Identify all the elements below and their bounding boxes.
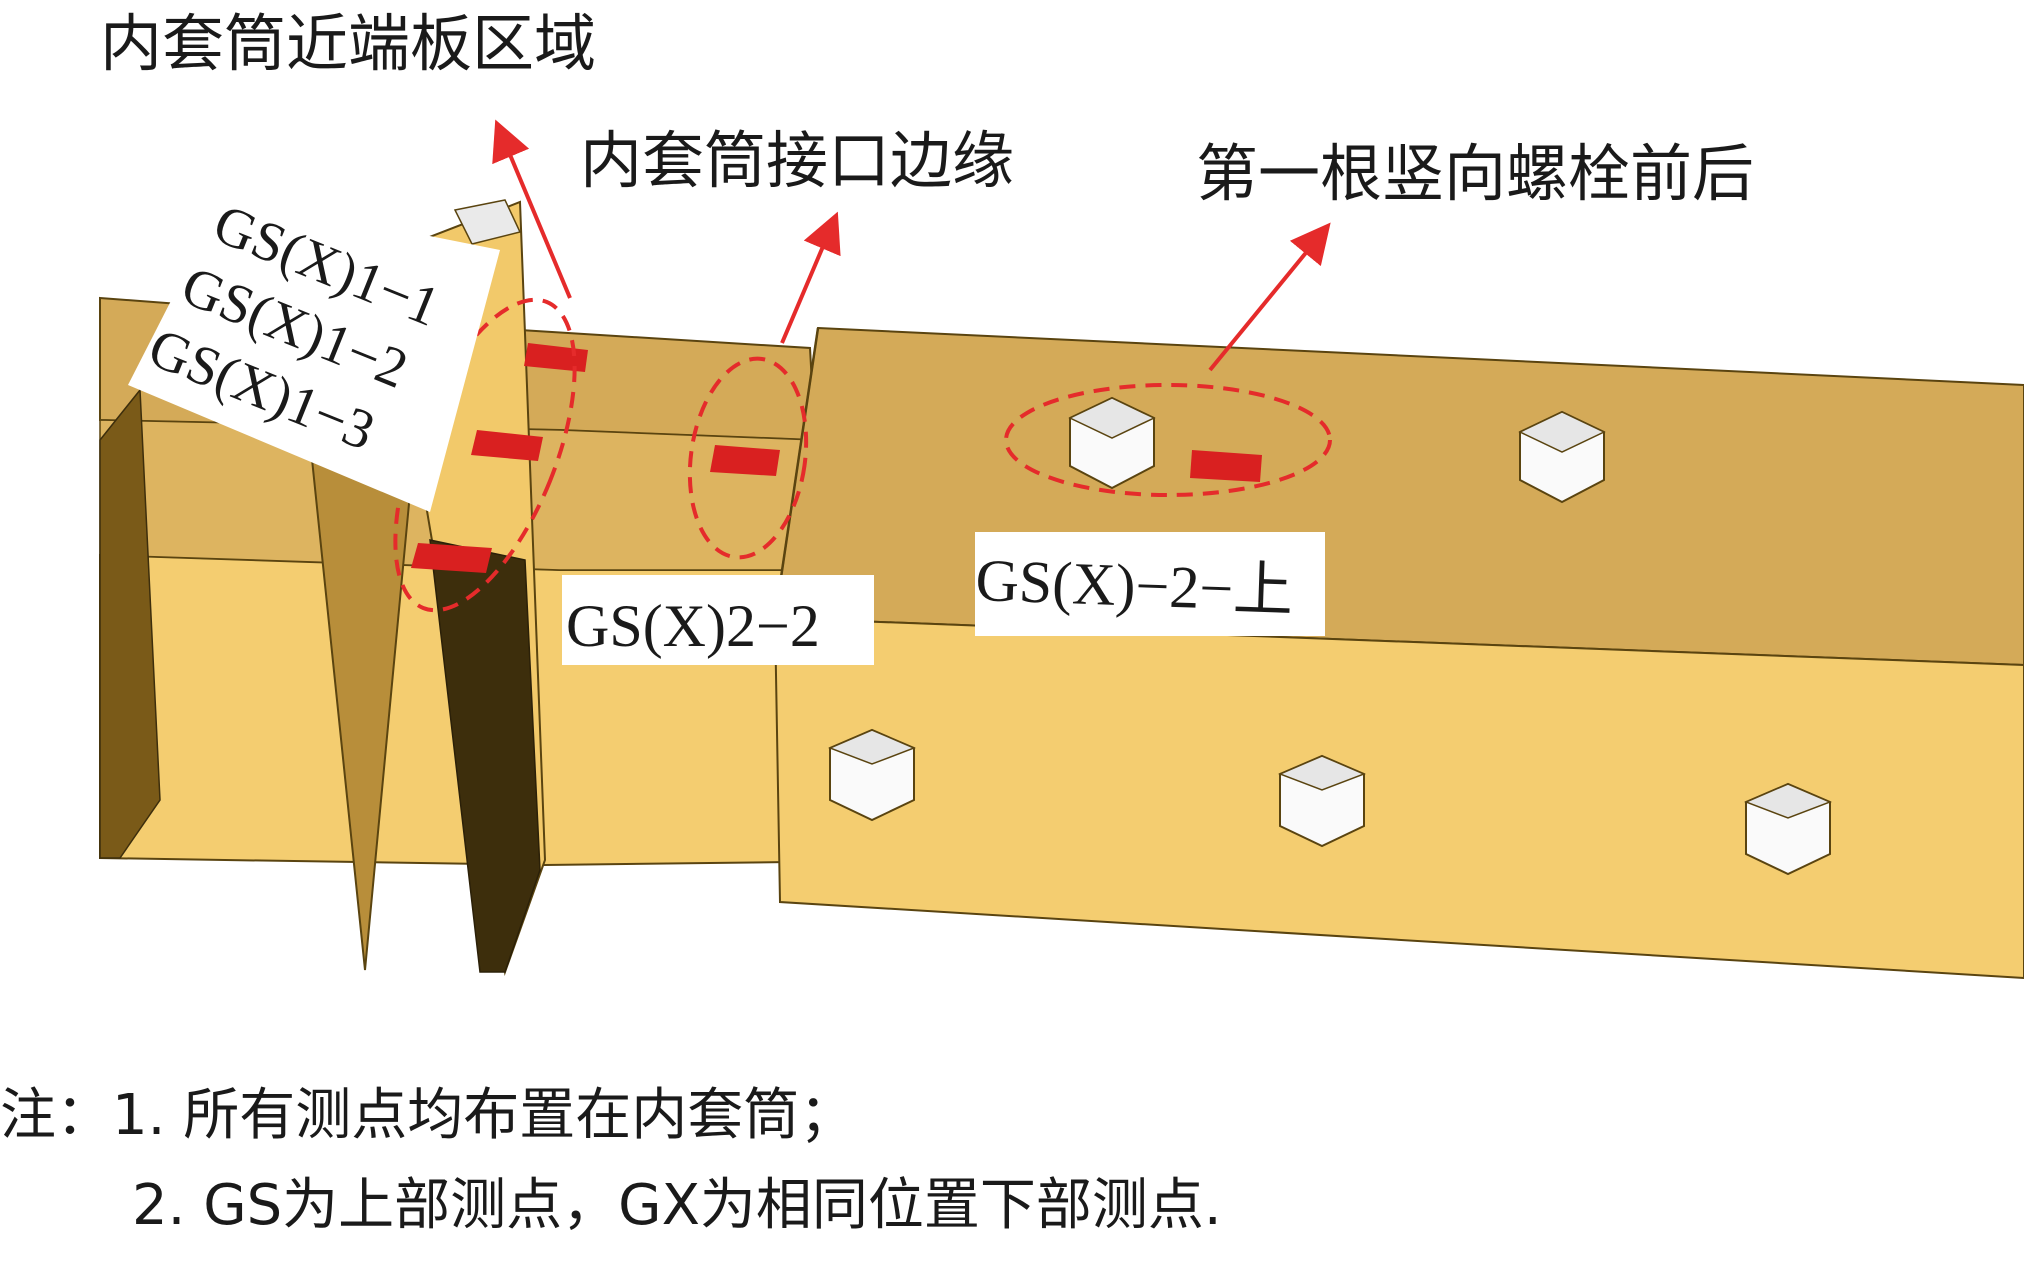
end-plate-left-web [99,387,161,859]
ring-near-end [393,297,577,613]
note-line-1: 注：1. 所有测点均布置在内套筒； [0,1083,856,1148]
note-line-2: 2. GS为上部测点，GX为相同位置下部测点. [132,1173,1222,1238]
gauge-1-2 [471,430,543,461]
arrow-interface [780,211,841,344]
dashed-rings [393,297,1332,613]
bolt-side-1 [828,728,916,822]
sleeve-left-edge [773,327,820,619]
callout-arrows [492,119,1331,372]
callout-interface: 内套筒接口边缘 [580,124,1014,197]
arrow-near-end [492,119,572,299]
label-gs-2-up: GS(X)−2−上 [975,547,1295,624]
ring-bolt [1004,383,1332,497]
label-gs2-2: GS(X)2−2 [566,593,820,659]
bolt-side-3 [1744,782,1832,876]
bolt-top-1 [1068,396,1156,490]
end-plate-top-cap [453,199,522,245]
gauge-bolt [1190,450,1262,482]
callout-near-end: 内套筒近端板区域 [100,7,596,80]
label-panel-gs2-2 [562,575,874,665]
label-panel-gs1 [128,195,500,512]
strain-gauges [411,343,1262,573]
outer-sleeve-top-face [773,326,2024,667]
bolts [828,396,1832,876]
label-panel-gs-2-up [975,532,1325,636]
gauge-2-2 [710,445,780,476]
arrow-bolt [1208,222,1331,372]
ring-interface [687,356,809,560]
callout-bolt: 第一根竖向螺栓前后 [1196,137,1754,210]
bolt-top-2 [1518,410,1606,504]
gauge-1-3 [411,543,492,573]
bolt-side-2 [1278,754,1366,848]
outer-sleeve [773,326,2024,980]
outer-sleeve-front-face [773,616,2024,980]
